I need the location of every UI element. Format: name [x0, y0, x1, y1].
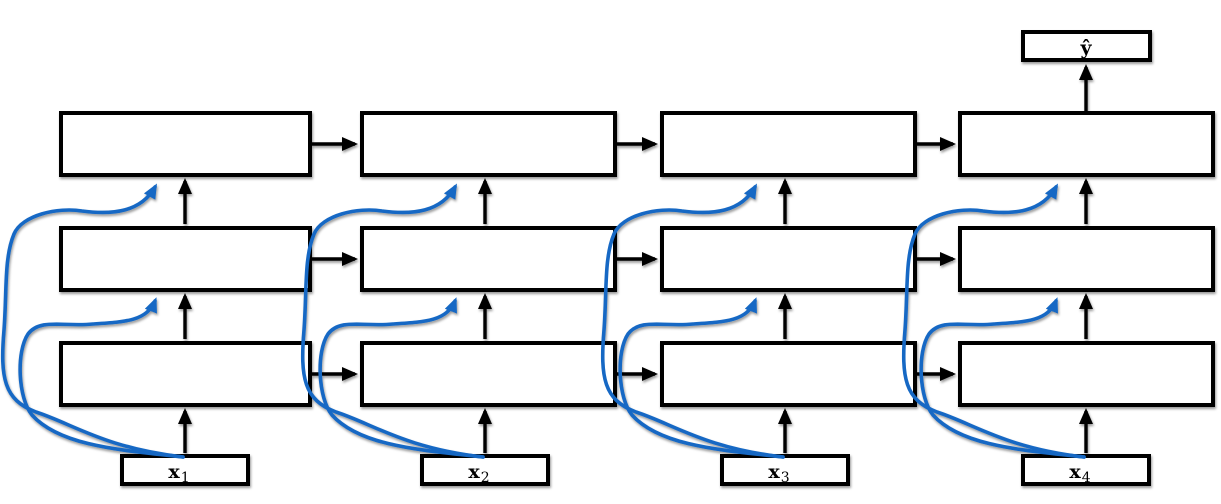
- layer-box-t4-l1: [958, 341, 1215, 407]
- input-label-subscript: 3: [781, 470, 790, 486]
- skip-curve-x3-to-layer2: [618, 297, 785, 459]
- layer-box-t1-l1: [59, 341, 312, 407]
- layer-box-t3-l2: [660, 226, 917, 292]
- layer-box-t2-l2: [360, 226, 617, 292]
- layer-box-t4-l2: [958, 226, 1215, 292]
- skip-curve-x1-to-layer3: [0, 183, 185, 459]
- input-label-base: x: [768, 461, 780, 483]
- input-box-x3: [720, 454, 850, 486]
- skip-curve-x1-to-layer2: [18, 297, 185, 459]
- skip-curve-x4-to-layer3: [901, 183, 1086, 459]
- input-label-x4: x4: [1069, 461, 1090, 486]
- layer-box-t4-l3: [958, 111, 1215, 177]
- skip-curve-x4-to-layer2: [919, 297, 1086, 459]
- layer-box-t2-l1: [360, 341, 617, 407]
- layer-box-t2-l3: [360, 111, 617, 177]
- output-label: ŷ: [1079, 37, 1092, 59]
- skip-curve-x2-to-layer3: [300, 183, 485, 459]
- input-label-x3: x3: [768, 461, 789, 486]
- input-box-x1: [120, 454, 250, 486]
- input-label-base: x: [1069, 461, 1081, 483]
- layer-box-t3-l3: [660, 111, 917, 177]
- input-label-subscript: 2: [481, 470, 490, 486]
- skip-curve-x2-to-layer2: [318, 297, 485, 459]
- skip-curve-x3-to-layer3: [600, 183, 785, 459]
- layer-box-t1-l2: [59, 226, 312, 292]
- input-label-base: x: [168, 461, 180, 483]
- output-box: [1021, 30, 1152, 62]
- input-box-x4: [1021, 454, 1151, 486]
- layer-box-t1-l3: [59, 111, 312, 177]
- input-label-subscript: 4: [1082, 470, 1091, 486]
- input-label-base: x: [468, 461, 480, 483]
- layer-box-t3-l1: [660, 341, 917, 407]
- input-label-subscript: 1: [181, 470, 190, 486]
- input-label-x1: x1: [168, 461, 189, 486]
- input-label-x2: x2: [468, 461, 489, 486]
- input-box-x2: [420, 454, 550, 486]
